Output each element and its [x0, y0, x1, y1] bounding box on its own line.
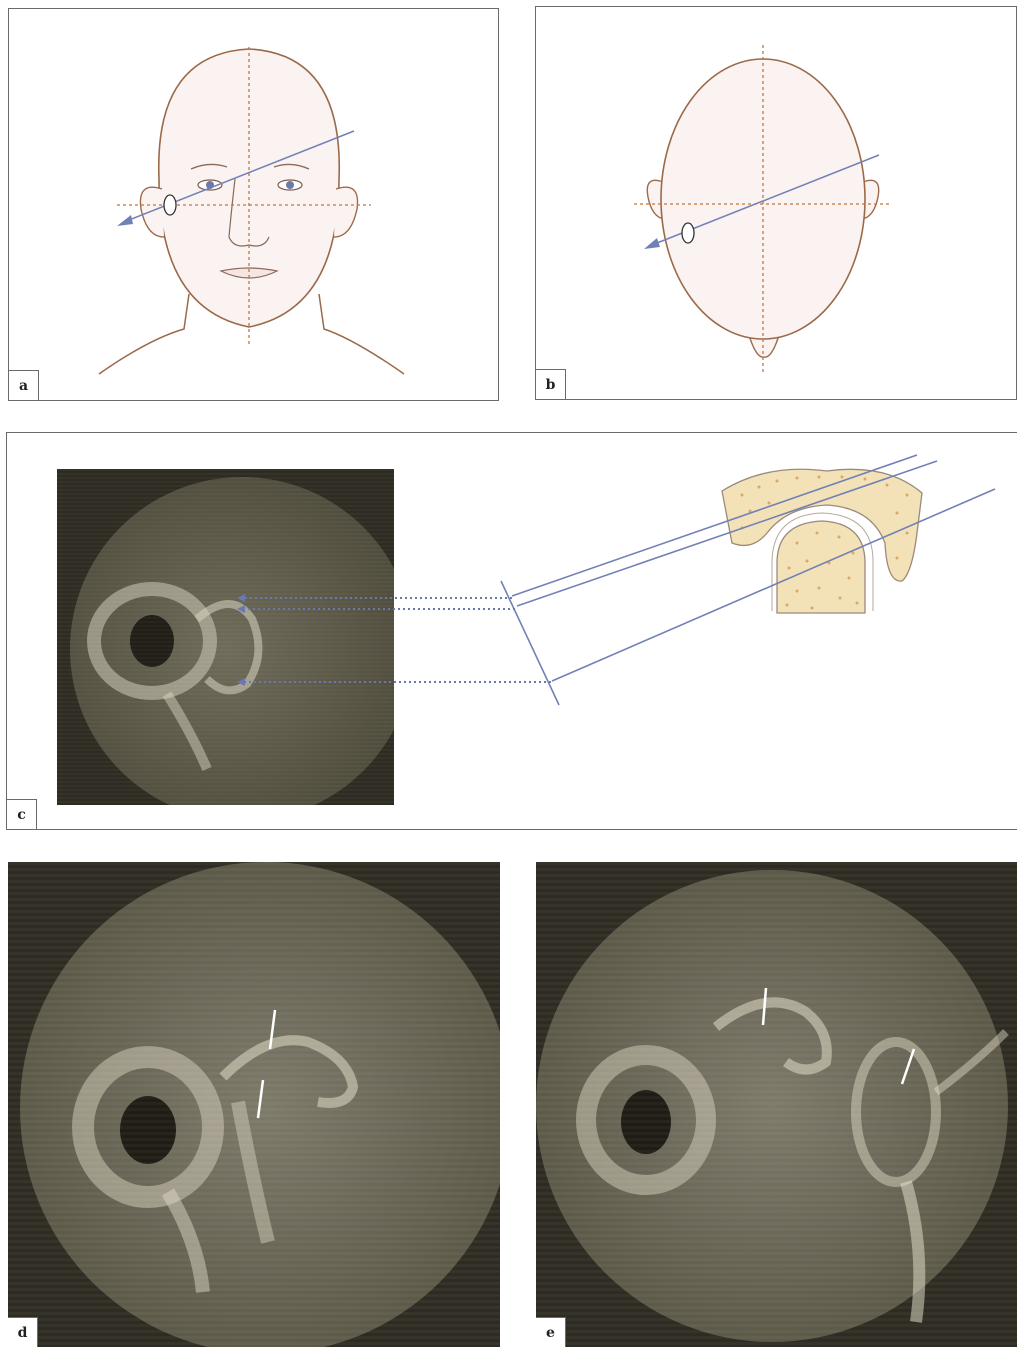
right-shoulder-line: [319, 294, 404, 374]
panel-b: b: [535, 6, 1017, 400]
projection-arrow-3: [237, 678, 245, 686]
panel-e: e: [536, 862, 1017, 1347]
frontal-head-diagram: [9, 9, 499, 401]
projection-arrow-2: [237, 605, 245, 613]
left-ear: [140, 187, 164, 237]
panel-label-a: a: [9, 370, 39, 400]
right-ear: [334, 187, 358, 237]
panel-c: c: [6, 432, 1017, 830]
panel-label-e: e: [536, 1317, 566, 1347]
panel-label-c: c: [7, 799, 37, 829]
panel-a: a: [8, 8, 499, 401]
right-iris: [286, 181, 294, 189]
joint-marker-ellipse: [164, 195, 176, 215]
projection-diagram: [7, 433, 1017, 830]
ray-line-2: [517, 461, 937, 606]
beam-arrowhead: [644, 238, 660, 249]
radiograph-e: [536, 862, 1017, 1347]
panel-label-b: b: [536, 369, 566, 399]
film-plane-line: [501, 581, 559, 705]
panel-label-d: d: [8, 1317, 38, 1347]
condyle-bone: [777, 521, 865, 613]
beam-arrowhead: [117, 215, 133, 226]
left-shoulder-line: [99, 294, 189, 374]
joint-marker-ellipse: [682, 223, 694, 243]
radiograph-d: [8, 862, 500, 1347]
top-view-head-diagram: [536, 7, 1017, 400]
panel-d: d: [8, 862, 500, 1347]
projection-arrow-1: [237, 594, 245, 602]
